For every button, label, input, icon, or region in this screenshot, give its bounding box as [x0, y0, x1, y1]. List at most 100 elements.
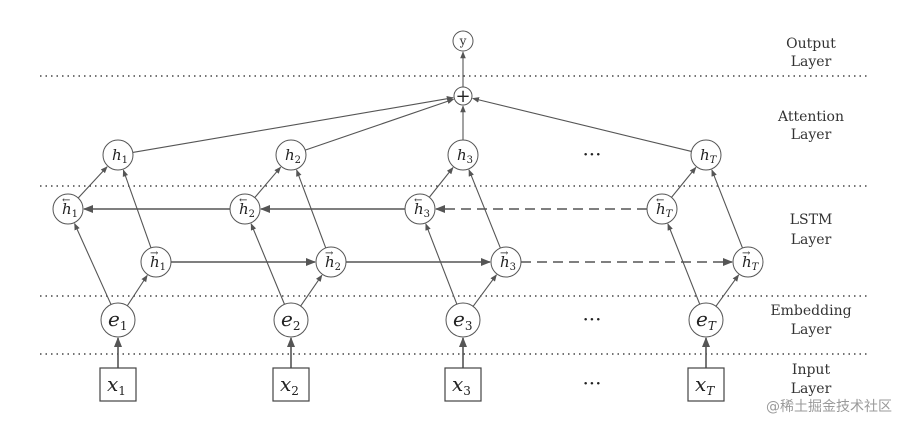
embedding-e3-circle [445, 302, 481, 338]
attention-h2-circle [275, 139, 307, 171]
attention-hT: hT [690, 139, 722, 171]
embedding-to-forward-edge [714, 274, 740, 309]
lstm-backward-h2: h2← [229, 193, 261, 225]
direction-arrow: ← [62, 195, 70, 206]
backward-to-attention-edge [254, 166, 282, 198]
node-label: h1 [62, 200, 78, 220]
embedding-to-backward-edge [425, 223, 459, 307]
layer-label-line1: Embedding [770, 303, 851, 319]
combiner-node: + [453, 86, 473, 107]
embedding-to-backward-edge [250, 223, 286, 307]
lstm-forward-h3-circle [490, 246, 522, 278]
input-box [687, 367, 725, 402]
direction-arrow: ← [239, 195, 247, 206]
ellipsis: ··· [582, 307, 601, 331]
input-box [99, 367, 137, 402]
attention-h3-circle [447, 139, 479, 171]
node-label: e1 [108, 307, 127, 333]
node-label: h3 [457, 146, 473, 166]
direction-arrow: → [325, 248, 334, 259]
embedding-e2: e2 [273, 302, 309, 338]
connections [74, 51, 744, 368]
node-label: h3 [414, 200, 430, 220]
output-node: y [452, 30, 474, 52]
direction-arrow: → [500, 248, 509, 259]
embedding-e1: e1 [100, 302, 136, 338]
attention-h1-circle [102, 139, 134, 171]
attention-to-combiner-edge [305, 98, 455, 151]
lstm-forward-hT: hT→ [732, 246, 764, 278]
input-label: x2 [280, 372, 299, 398]
ellipsis: ··· [582, 371, 601, 395]
embedding-to-forward-edge [125, 274, 148, 308]
output-label: y [459, 34, 467, 48]
layer-label-line2: Layer [791, 381, 832, 397]
layer-label-line1: Attention [777, 109, 844, 125]
layer-separators [40, 75, 870, 355]
nodes: y+x1e1h1h1←h1→x2e2h2h2←h2→x3e3h3h3←h3→xT… [52, 30, 764, 402]
direction-arrow: → [742, 248, 751, 259]
embedding-e3: e3 [445, 302, 481, 338]
node-label: e3 [453, 307, 472, 333]
forward-to-attention-edge [711, 169, 744, 249]
input-box [444, 367, 482, 402]
lstm-forward-h2-circle [315, 246, 347, 278]
output-node-circle [452, 30, 474, 52]
node-label: h2 [285, 146, 301, 166]
lstm-backward-h2-circle [229, 193, 261, 225]
lstm-backward-h1: h1← [52, 193, 84, 225]
input-x1: x1 [99, 367, 137, 402]
node-label: h2 [239, 200, 255, 220]
attention-to-combiner-edge [132, 95, 454, 154]
node-label: eT [696, 307, 717, 333]
lstm-backward-hT-circle [646, 193, 678, 225]
ellipsis: ··· [582, 142, 601, 166]
layer-label-line1: Input [792, 362, 831, 378]
direction-arrow: ← [656, 195, 664, 206]
input-label: x1 [107, 372, 126, 398]
layer-label-line1: Output [786, 36, 836, 52]
lstm-forward-h2: h2→ [315, 246, 347, 278]
embedding-eT: eT [688, 302, 724, 338]
lstm-backward-hT: hT← [646, 193, 678, 225]
combiner-symbol: + [455, 86, 470, 107]
attention-h1: h1 [102, 139, 134, 171]
input-x2: x2 [272, 367, 310, 402]
node-label: hT [700, 146, 718, 166]
lstm-backward-h3-circle [404, 193, 436, 225]
layer-labels: OutputLayerAttentionLayerLSTMLayerEmbedd… [582, 36, 892, 415]
node-label: hT [742, 253, 760, 273]
backward-to-attention-edge [671, 166, 697, 198]
input-x3: x3 [444, 367, 482, 402]
layer-label-line2: Layer [791, 54, 832, 70]
input-box [272, 367, 310, 402]
embedding-e2-circle [273, 302, 309, 338]
attention-to-combiner-edge [472, 97, 692, 152]
backward-to-attention-edge [77, 166, 108, 199]
lstm-forward-h3: h3→ [490, 246, 522, 278]
node-label: e2 [281, 307, 300, 333]
direction-arrow: ← [414, 195, 422, 206]
attention-hT-circle [690, 139, 722, 171]
embedding-eT-circle [688, 302, 724, 338]
embedding-to-forward-edge [471, 274, 497, 309]
node-label: h2 [325, 253, 341, 273]
node-label: h1 [150, 253, 166, 273]
lstm-forward-h1-circle [140, 246, 172, 278]
attention-h2: h2 [275, 139, 307, 171]
embedding-to-backward-edge [667, 223, 701, 307]
backward-to-attention-edge [428, 166, 454, 198]
layer-label-line2: Layer [791, 127, 832, 143]
input-label: xT [695, 372, 715, 398]
lstm-forward-h1: h1→ [140, 246, 172, 278]
input-label: x3 [452, 372, 471, 398]
lstm-forward-hT-circle [732, 246, 764, 278]
lstm-backward-h1-circle [52, 193, 84, 225]
node-label: h1 [112, 146, 128, 166]
